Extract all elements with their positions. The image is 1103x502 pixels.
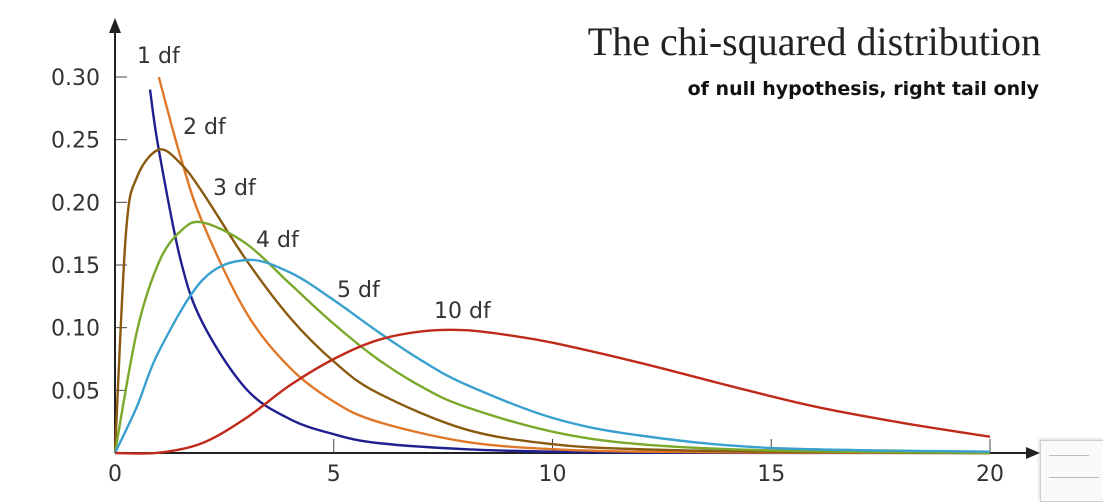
series-label-5-df: 5 df [337,278,381,303]
series-line-3-df [113,148,991,455]
series-label-1-df: 1 df [137,44,181,69]
series-line-10-df [114,328,991,455]
x-tick-label: 10 [539,462,567,487]
x-tick-label: 0 [108,462,122,487]
x-axis-arrow [1026,447,1040,459]
y-tick-label: 0.15 [51,254,100,279]
series-line-5-df [113,258,991,454]
x-tick-label: 20 [976,462,1004,487]
series-label-10-df: 10 df [434,299,492,324]
chart-subtitle: of null hypothesis, right tail only [687,78,1039,100]
series-label-4-df: 4 df [256,228,300,253]
x-tick-label: 5 [327,462,341,487]
chart-title: The chi-squared distribution [587,19,1041,64]
thumbnail-preview[interactable] [1040,440,1103,502]
y-tick-label: 0.30 [51,66,100,91]
y-tick-label: 0.05 [51,379,100,404]
y-tick-label: 0.10 [51,317,100,342]
x-tick-label: 15 [757,462,785,487]
y-axis-arrow [109,18,121,33]
y-tick-label: 0.20 [51,191,100,216]
series-label-3-df: 3 df [213,176,257,201]
series-line-2-df [157,76,991,455]
series-line-4-df [113,220,991,455]
series-label-2-df: 2 df [183,115,227,140]
y-tick-label: 0.25 [51,129,100,154]
